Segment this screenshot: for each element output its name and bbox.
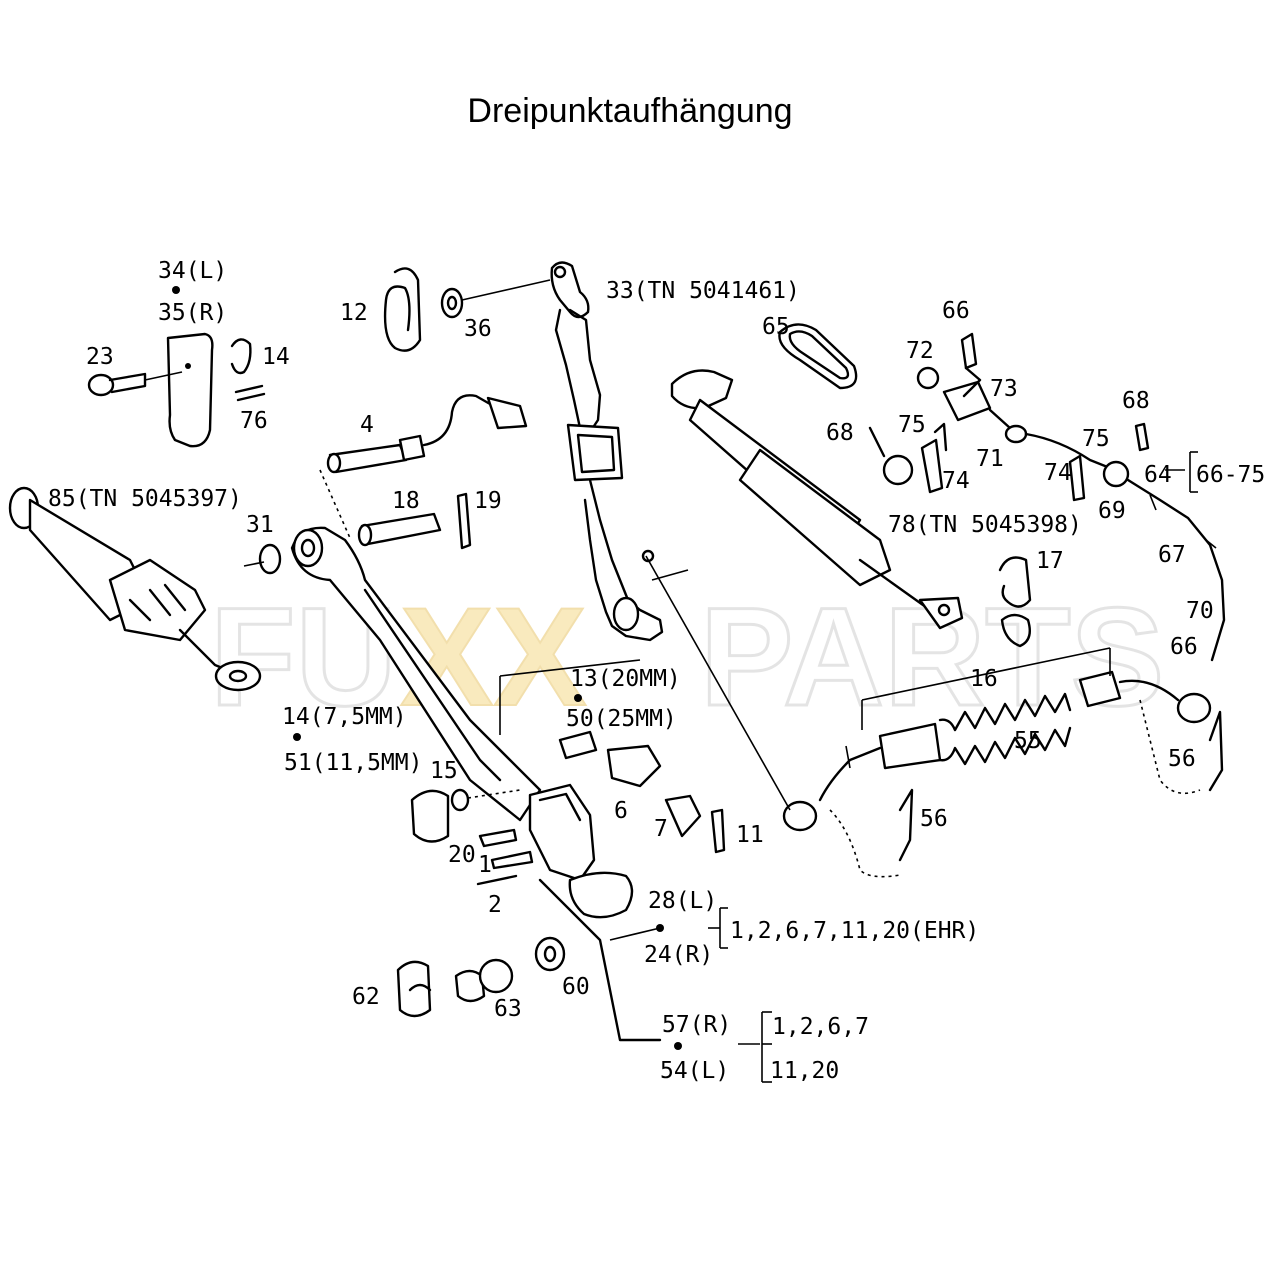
label-78: 78(TN 5045398) — [888, 512, 1082, 538]
part-sensor-4 — [319, 394, 528, 539]
part-ball-ends — [396, 936, 566, 1018]
label-28: 28(L) — [648, 888, 717, 914]
part-top-link — [550, 261, 664, 642]
watermark-xx: XX — [400, 578, 587, 735]
label-65: 65 — [762, 314, 790, 340]
label-55: 55 — [1014, 728, 1042, 754]
label-16: 16 — [970, 666, 998, 692]
label-1267: 1,2,6,7 — [772, 1014, 869, 1040]
label-85: 85(TN 5045397) — [48, 486, 242, 512]
part-pin-18 — [357, 492, 472, 550]
label-75a: 75 — [898, 412, 926, 438]
label-68b: 68 — [1122, 388, 1150, 414]
label-68a: 68 — [826, 420, 854, 446]
label-11: 11 — [736, 822, 764, 848]
label-17: 17 — [1036, 548, 1064, 574]
label-56b: 56 — [920, 806, 948, 832]
label-7: 7 — [654, 816, 668, 842]
label-4: 4 — [360, 412, 374, 438]
label-1120: 11,20 — [770, 1058, 839, 1084]
part-lower-link-end — [410, 730, 726, 1042]
diagram-title: Dreipunktaufhängung — [467, 92, 792, 130]
label-33: 33(TN 5041461) — [606, 278, 800, 304]
label-19: 19 — [474, 488, 502, 514]
label-23: 23 — [86, 344, 114, 370]
part-lower-link — [243, 526, 542, 822]
leader-lines — [499, 451, 1198, 1083]
label-1: 1 — [478, 852, 492, 878]
part-hook-plate — [87, 332, 266, 448]
label-70: 70 — [1186, 598, 1214, 624]
part-cylinder-78 — [670, 369, 964, 630]
part-drawings — [8, 261, 1226, 1083]
label-57: 57(R) — [662, 1012, 731, 1038]
label-36: 36 — [464, 316, 492, 342]
part-stabilizer-chain — [782, 670, 1224, 878]
part-cylinder-85 — [8, 486, 262, 692]
label-ehr: 1,2,6,7,11,20(EHR) — [730, 918, 979, 944]
label-76: 76 — [240, 408, 268, 434]
label-2: 2 — [488, 892, 502, 918]
label-14b: 14(7,5MM) — [282, 704, 407, 730]
label-62: 62 — [352, 984, 380, 1010]
label-15: 15 — [430, 758, 458, 784]
label-71: 71 — [976, 446, 1004, 472]
label-35: 35(R) — [158, 300, 227, 326]
label-66-75: 66-75 — [1196, 462, 1265, 488]
label-66a: 66 — [942, 298, 970, 324]
label-24: 24(R) — [644, 942, 713, 968]
label-31: 31 — [246, 512, 274, 538]
label-20: 20 — [448, 842, 476, 868]
label-69: 69 — [1098, 498, 1126, 524]
label-34: 34(L) — [158, 258, 227, 284]
label-56a: 56 — [1168, 746, 1196, 772]
alternative-dots — [172, 286, 682, 1050]
label-67: 67 — [1158, 542, 1186, 568]
label-6: 6 — [614, 798, 628, 824]
label-14a: 14 — [262, 344, 290, 370]
label-72: 72 — [906, 338, 934, 364]
label-51: 51(11,5MM) — [284, 750, 422, 776]
label-54: 54(L) — [660, 1058, 729, 1084]
label-75b: 75 — [1082, 426, 1110, 452]
label-74a: 74 — [942, 468, 970, 494]
label-12: 12 — [340, 300, 368, 326]
part-clip-12 — [383, 267, 551, 352]
part-clip-17 — [998, 556, 1032, 648]
label-66b: 66 — [1170, 634, 1198, 660]
label-74b: 74 — [1044, 460, 1072, 486]
label-50: 50(25MM) — [566, 706, 677, 732]
part-bracket-66-75 — [868, 332, 1226, 662]
label-73: 73 — [990, 376, 1018, 402]
label-63: 63 — [494, 996, 522, 1022]
part-ring-65 — [778, 323, 858, 390]
part-labels: 34(L) 35(R) 23 14 76 12 36 33(TN 5041461… — [48, 258, 1265, 1084]
label-64: 64 — [1144, 462, 1172, 488]
label-60: 60 — [562, 974, 590, 1000]
label-13: 13(20MM) — [570, 666, 681, 692]
label-18: 18 — [392, 488, 420, 514]
